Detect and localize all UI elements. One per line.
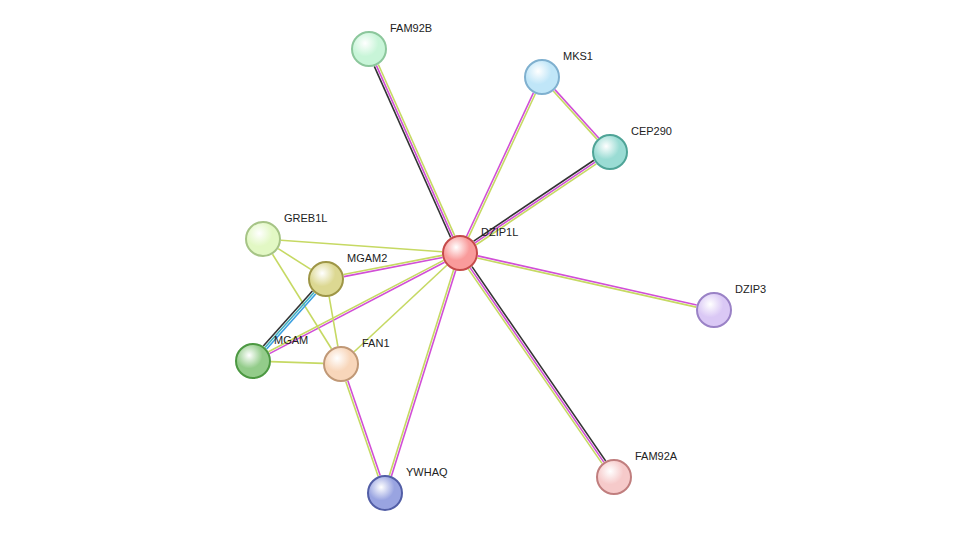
interaction-edge — [346, 381, 380, 477]
node-label: MGAM2 — [347, 252, 387, 265]
interaction-edge — [268, 260, 444, 353]
evidence-line — [472, 267, 606, 461]
protein-node: MGAM2 — [308, 261, 344, 297]
evidence-line — [374, 66, 450, 237]
protein-node: CEP290 — [592, 134, 628, 170]
interaction-edge — [263, 291, 315, 349]
interaction-edge — [281, 240, 442, 251]
evidence-line — [346, 381, 378, 476]
evidence-line — [376, 65, 452, 236]
evidence-line — [268, 260, 443, 351]
protein-node: FAM92B — [351, 31, 387, 67]
evidence-line — [378, 65, 454, 236]
interaction-edge — [477, 256, 696, 307]
interaction-edge — [374, 65, 454, 238]
evidence-line — [348, 381, 380, 476]
interaction-edge — [389, 270, 455, 476]
evidence-line — [389, 270, 453, 476]
protein-node: MGAM — [235, 343, 271, 379]
evidence-line — [474, 160, 594, 241]
node-label: DZIP3 — [735, 283, 766, 296]
node-label: DZIP1L — [481, 226, 518, 239]
evidence-line — [391, 271, 455, 477]
evidence-line — [478, 256, 697, 305]
node-label: FAN1 — [362, 337, 390, 350]
evidence-line — [477, 258, 696, 307]
evidence-line — [281, 240, 442, 251]
interaction-edge — [329, 297, 338, 347]
evidence-line — [267, 294, 316, 349]
evidence-line — [469, 94, 536, 237]
evidence-line — [271, 362, 323, 364]
evidence-line — [269, 262, 444, 353]
protein-node: DZIP3 — [696, 292, 732, 328]
evidence-line — [555, 90, 599, 138]
evidence-line — [329, 297, 338, 347]
evidence-line — [278, 249, 311, 270]
evidence-line — [476, 164, 596, 245]
evidence-line — [475, 162, 595, 243]
interaction-edge — [468, 267, 605, 464]
interaction-edge — [271, 362, 323, 364]
protein-node: MKS1 — [524, 59, 560, 95]
evidence-line — [265, 292, 314, 347]
evidence-line — [470, 268, 604, 462]
protein-node: FAN1 — [323, 346, 359, 382]
interaction-edge — [467, 93, 536, 237]
protein-node: FAM92A — [596, 459, 632, 495]
evidence-line — [467, 93, 534, 236]
node-label: FAM92B — [390, 22, 432, 35]
interaction-edge — [278, 249, 311, 270]
evidence-line — [354, 265, 447, 351]
node-label: CEP290 — [631, 125, 672, 138]
node-label: YWHAQ — [406, 466, 448, 479]
interaction-edge — [553, 90, 598, 140]
protein-node: GREB1L — [245, 221, 281, 257]
protein-node: YWHAQ — [367, 475, 403, 511]
evidence-line — [263, 291, 312, 346]
node-label: MKS1 — [563, 50, 593, 63]
evidence-line — [553, 91, 597, 139]
evidence-line — [468, 269, 602, 463]
node-label: GREB1L — [284, 212, 327, 225]
interaction-edge — [474, 160, 597, 245]
protein-node: DZIP1L — [442, 235, 478, 271]
node-label: MGAM — [274, 334, 308, 347]
interaction-edge — [354, 265, 447, 351]
node-label: FAM92A — [635, 450, 677, 463]
